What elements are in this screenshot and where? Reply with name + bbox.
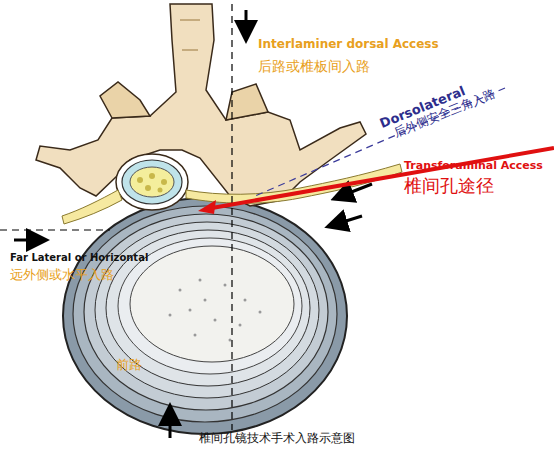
route-label-cn: 前路 [116,358,142,373]
direction-arrow [169,408,172,438]
route-label-en: Far Lateral or Horizontal [10,252,148,264]
direction-arrow [14,239,44,242]
direction-arrow [330,216,362,226]
route-label-en: Interlaminer dorsal Access [258,38,439,52]
spinal-canal [116,154,188,210]
posterior-arch [36,4,366,206]
direction-arrow [245,10,248,38]
route-label-en: Transforaminal Access [404,160,543,173]
transforaminal-trajectory [198,148,554,214]
figure-caption: 椎间孔镜技术手术入路示意图 [199,432,355,446]
route-label-cn: 后路或椎板间入路 [258,58,370,74]
vertebral-disc [63,198,347,434]
route-label-cn: 椎间孔途径 [404,176,494,197]
route-label-cn: 远外侧或水平入路 [10,268,114,283]
guide-line [0,229,110,230]
guide-line [231,4,232,430]
